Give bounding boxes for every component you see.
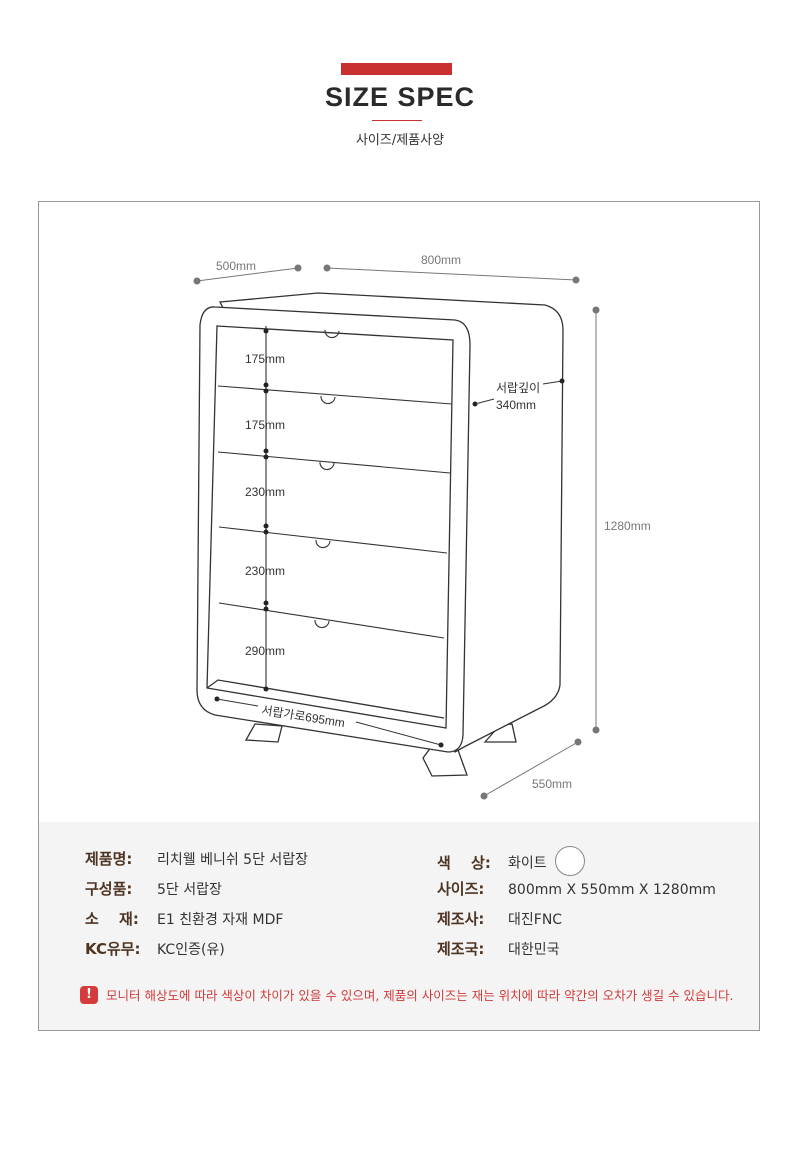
page-subtitle: 사이즈/제품사양 — [355, 133, 445, 148]
title-accent-bar — [341, 63, 452, 75]
foot-back-left — [244, 723, 283, 743]
spec-list-right: 색 상:화이트 사이즈:800mm X 550mm X 1280mm 제조사:대… — [437, 846, 716, 968]
spec-row: KC유무:KC인증(유) — [85, 940, 225, 958]
spec-row: 제품명:리치웰 베니쉬 5단 서랍장 — [85, 850, 309, 868]
depth-label: 500mm — [216, 259, 256, 273]
drawer-height-label: 230mm — [245, 564, 285, 578]
drawer-height-label: 230mm — [245, 485, 285, 499]
drawer-depth-label: 서랍깊이 — [496, 381, 540, 395]
spec-info-panel — [39, 822, 759, 1030]
spec-list-left: 제품명:리치웰 베니쉬 5단 서랍장 구성품:5단 서랍장 소 재:E1 친환경… — [85, 848, 308, 968]
notice: ! 모니터 해상도에 따라 색상이 차이가 있을 수 있으며, 제품의 사이즈는… — [80, 985, 734, 1004]
spec-row: 제조국:대한민국 — [437, 940, 560, 958]
page-title: SIZE SPEC — [324, 82, 476, 112]
exclamation-icon: ! — [80, 985, 98, 1004]
spec-row: 제조사:대진FNC — [437, 910, 563, 928]
title-underline — [372, 120, 422, 121]
dimension-lines — [193, 264, 600, 800]
drawer-height-label: 290mm — [245, 644, 285, 658]
height-label: 1280mm — [604, 519, 651, 533]
drawer-depth-value: 340mm — [496, 398, 536, 412]
base-depth-label: 550mm — [532, 777, 572, 791]
leader-lines — [216, 380, 563, 746]
dresser-diagram: 500mm 800mm 1280mm 550mm 175mm 175mm 230… — [193, 253, 651, 800]
drawer-opening — [206, 325, 454, 729]
spec-row: 색 상:화이트 — [437, 846, 716, 878]
width-label: 800mm — [421, 253, 461, 267]
drawer-height-label: 175mm — [245, 352, 285, 366]
spec-row: 사이즈:800mm X 550mm X 1280mm — [437, 880, 716, 898]
notice-text: 모니터 해상도에 따라 색상이 차이가 있을 수 있으며, 제품의 사이즈는 재… — [106, 988, 734, 1003]
color-swatch — [554, 846, 585, 876]
spec-row: 구성품:5단 서랍장 — [85, 880, 222, 898]
drawer-height-label: 175mm — [245, 418, 285, 432]
spec-frame — [38, 201, 760, 1031]
spec-row: 소 재:E1 친환경 자재 MDF — [85, 910, 284, 928]
